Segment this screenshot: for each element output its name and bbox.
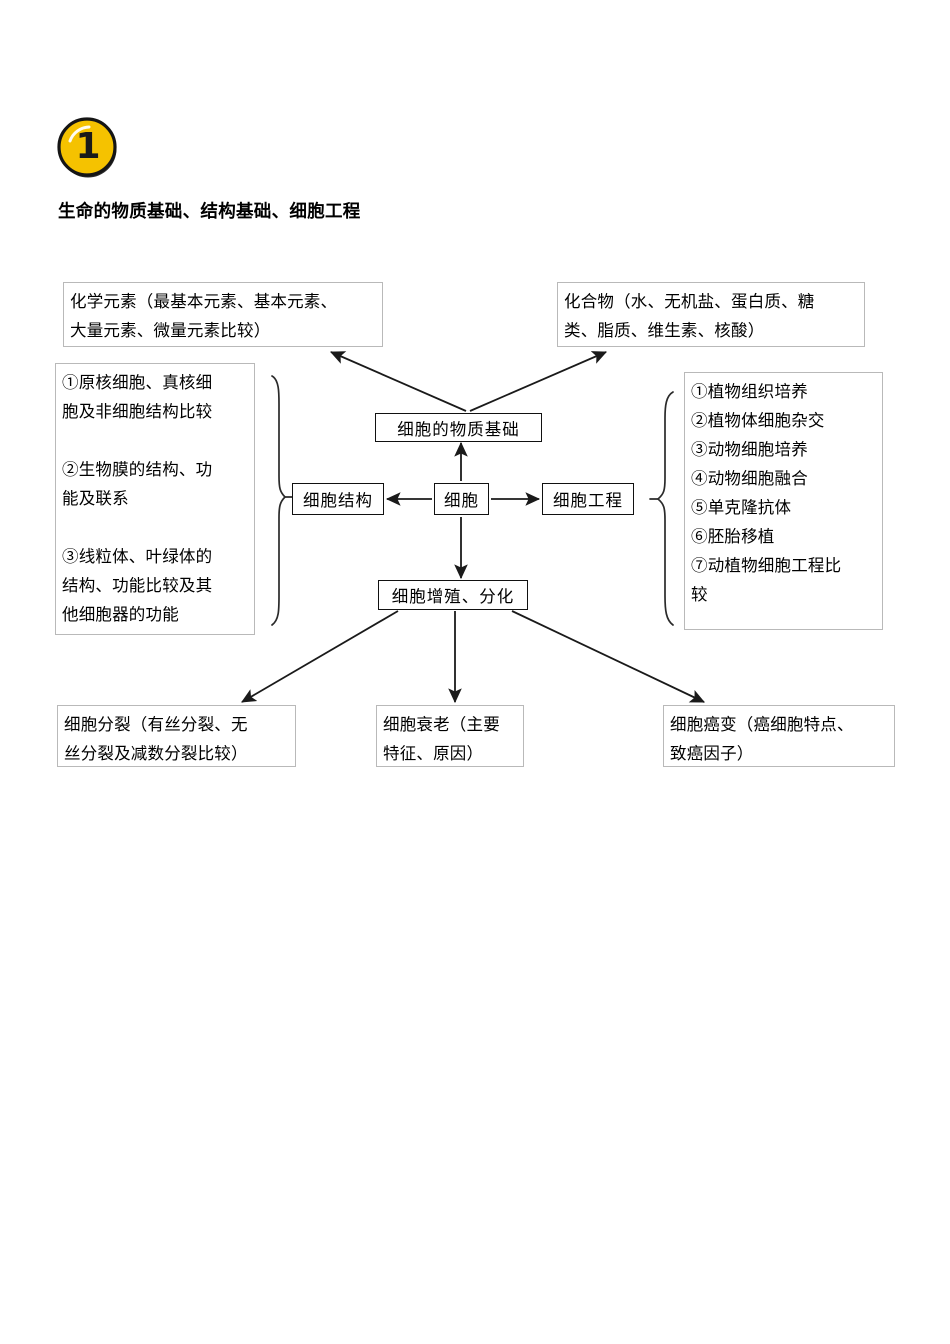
node-line: 细胞癌变（癌细胞特点、 <box>670 715 854 734</box>
node-line: ④动物细胞融合 <box>691 469 808 488</box>
page-title: 生命的物质基础、结构基础、细胞工程 <box>58 202 361 222</box>
node-label: 细胞的物质基础 <box>397 419 520 439</box>
badge-circle-icon <box>57 117 117 178</box>
node-compounds: 化合物（水、无机盐、蛋白质、糖 类、脂质、维生素、核酸） <box>557 282 865 347</box>
node-cell-engineering: 细胞工程 <box>542 483 634 515</box>
node-label: 细胞 <box>444 491 479 510</box>
node-line: ⑦动植物细胞工程比 <box>691 556 842 575</box>
node-chemical-elements: 化学元素（最基本元素、基本元素、 大量元素、微量元素比较） <box>63 282 383 347</box>
node-line: 化学元素（最基本元素、基本元素、 <box>70 292 338 311</box>
left-brace <box>271 375 287 626</box>
node-cell: 细胞 <box>434 483 489 515</box>
node-line: 他细胞器的功能 <box>62 605 179 624</box>
node-line: ①植物组织培养 <box>691 382 808 401</box>
node-cell-engineering-topics: ①植物组织培养 ②植物体细胞杂交 ③动物细胞培养 ④动物细胞融合 ⑤单克隆抗体 … <box>684 372 883 630</box>
node-cell-canceration: 细胞癌变（癌细胞特点、 致癌因子） <box>663 705 895 767</box>
node-cell-structure: 细胞结构 <box>292 483 384 515</box>
node-line-spacer <box>62 513 250 542</box>
node-line: ③动物细胞培养 <box>691 440 808 459</box>
node-line: 化合物（水、无机盐、蛋白质、糖 <box>564 292 815 311</box>
edge-material-basis-to-chemical-elements <box>330 351 467 412</box>
badge-number: 1 <box>75 126 101 167</box>
node-label: 细胞增殖、分化 <box>391 587 515 606</box>
node-line-spacer <box>62 426 250 455</box>
node-line: ②植物体细胞杂交 <box>691 411 825 430</box>
node-line: 较 <box>691 585 708 604</box>
node-label: 细胞工程 <box>553 491 623 510</box>
node-line: ⑤单克隆抗体 <box>691 498 792 517</box>
node-line: 细胞衰老（主要 <box>383 715 500 734</box>
edge-material-basis-to-compounds <box>469 351 607 412</box>
section-number-badge: 1 <box>57 117 119 179</box>
node-line: ③线粒体、叶绿体的 <box>62 547 213 566</box>
node-line: 细胞分裂（有丝分裂、无 <box>64 715 248 734</box>
edge-proliferation-to-cell-division <box>241 610 399 703</box>
node-line: 结构、功能比较及其 <box>62 576 213 595</box>
node-cell-structure-topics: ①原核细胞、真核细 胞及非细胞结构比较 ②生物膜的结构、功 能及联系 ③线粒体、… <box>55 363 255 635</box>
node-line: 胞及非细胞结构比较 <box>62 402 213 421</box>
node-line: ⑥胚胎移植 <box>691 527 775 546</box>
node-line: 特征、原因） <box>383 744 484 763</box>
node-line: ②生物膜的结构、功 <box>62 460 213 479</box>
node-line: 类、脂质、维生素、核酸） <box>564 321 765 340</box>
node-line: 丝分裂及减数分裂比较） <box>64 744 248 763</box>
node-cell-aging: 细胞衰老（主要 特征、原因） <box>376 705 524 767</box>
node-line: ①原核细胞、真核细 <box>62 373 213 392</box>
node-line: 致癌因子） <box>670 744 754 763</box>
node-line: 大量元素、微量元素比较） <box>70 321 271 340</box>
node-label: 细胞结构 <box>303 491 373 510</box>
node-material-basis: 细胞的物质基础 <box>375 413 542 442</box>
node-proliferation-differentiation: 细胞增殖、分化 <box>378 580 528 610</box>
node-line: 能及联系 <box>62 489 129 508</box>
node-cell-division: 细胞分裂（有丝分裂、无 丝分裂及减数分裂比较） <box>57 705 296 767</box>
edge-proliferation-to-cell-canceration <box>511 610 705 703</box>
right-brace <box>656 391 674 626</box>
